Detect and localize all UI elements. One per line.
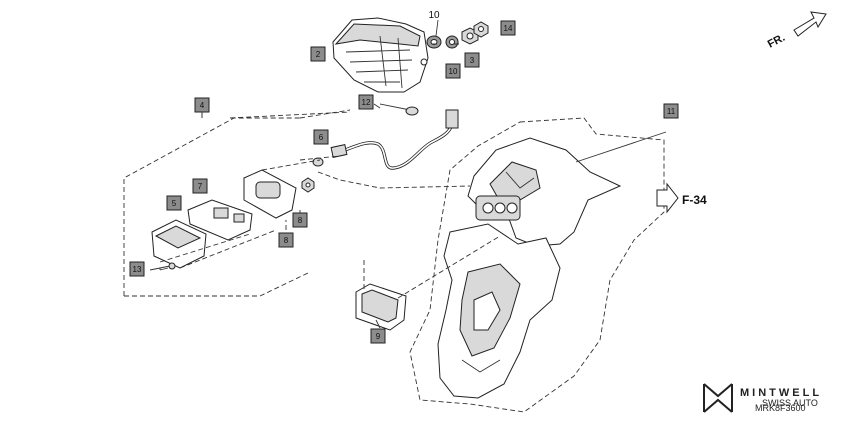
lens-5 — [151, 219, 207, 269]
callout-6: 6 — [313, 129, 329, 145]
tail-light-assembly — [332, 17, 429, 93]
callout-14: 14 — [500, 20, 516, 36]
callout-3: 3 — [464, 52, 480, 68]
brand-logo: MINTWELL SWISS AUTO MRK8F3600 — [703, 383, 822, 413]
plain-label-10: 10 — [428, 10, 440, 21]
callout-2: 2 — [310, 46, 326, 62]
callout-5: 5 — [166, 195, 182, 211]
grommet-10b — [445, 35, 459, 49]
svg-text:9: 9 — [376, 332, 381, 341]
sensor-wire-12 — [379, 103, 419, 116]
front-arrow: FR. — [766, 11, 827, 51]
callout-12: 12 — [358, 94, 374, 110]
washer-14 — [473, 21, 489, 38]
svg-text:8: 8 — [284, 236, 289, 245]
svg-text:10: 10 — [449, 67, 458, 76]
brand-subtitle: SWISS AUTO — [762, 398, 818, 408]
gasket-plate — [243, 169, 297, 219]
connector-small — [312, 157, 324, 167]
brand-name: MINTWELL — [740, 387, 822, 399]
rear-fender-inner — [467, 137, 622, 247]
wire-harness — [330, 109, 459, 170]
callout-8b: 8 — [278, 232, 294, 248]
svg-text:14: 14 — [504, 24, 513, 33]
callout-8a: 8 — [292, 212, 308, 228]
leader-lines — [123, 19, 667, 413]
svg-text:6: 6 — [319, 133, 324, 142]
grommet-10 — [426, 35, 442, 49]
callout-4: 4 — [194, 97, 210, 113]
svg-text:13: 13 — [133, 265, 142, 274]
svg-text:7: 7 — [198, 182, 203, 191]
callout-11: 11 — [663, 103, 679, 119]
brand-mark-icon — [703, 383, 733, 413]
callout-7: 7 — [192, 178, 208, 194]
callout-9: 9 — [370, 328, 386, 344]
reference-label: F-34 — [682, 193, 707, 207]
svg-text:3: 3 — [470, 56, 475, 65]
svg-text:2: 2 — [316, 50, 321, 59]
reflector-9 — [355, 283, 407, 331]
svg-text:5: 5 — [172, 199, 177, 208]
svg-text:4: 4 — [200, 101, 205, 110]
callout-13: 13 — [129, 261, 145, 277]
front-arrow-label: FR. — [766, 32, 787, 51]
callout-10: 10 — [445, 63, 461, 79]
rear-fender-outer — [437, 223, 561, 399]
reference-f34: F-34 — [656, 182, 707, 214]
nut-8 — [301, 177, 315, 193]
svg-text:11: 11 — [667, 107, 676, 116]
bracket-7 — [187, 199, 253, 241]
svg-text:12: 12 — [362, 98, 371, 107]
svg-text:8: 8 — [298, 216, 303, 225]
diagram-code: MRK8F3600 — [755, 403, 806, 413]
